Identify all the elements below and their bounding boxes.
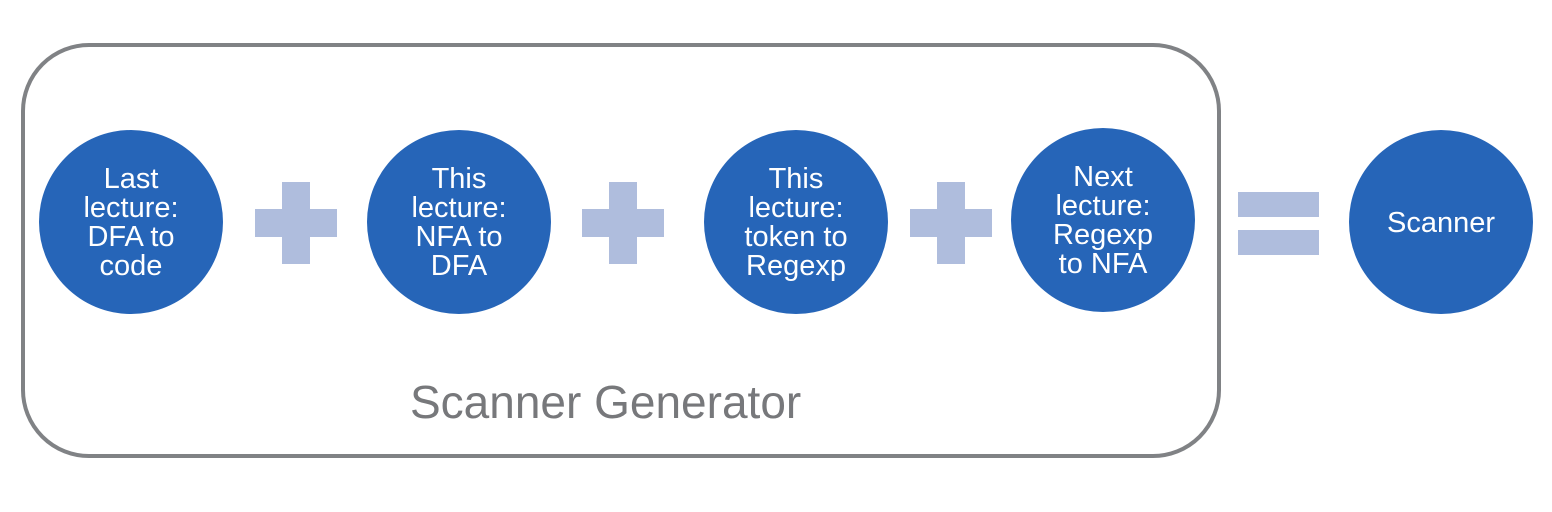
node-label: Last lecture: DFA to code [83, 163, 179, 282]
plus-icon [910, 182, 992, 264]
node-nfa-to-dfa: This lecture: NFA to DFA [367, 130, 551, 314]
plus-icon [582, 182, 664, 264]
equals-icon [1238, 192, 1319, 255]
node-label: This lecture: token to Regexp [744, 163, 848, 282]
scanner-generator-group [21, 43, 1221, 458]
node-scanner: Scanner [1349, 130, 1533, 314]
equals-bar-bottom [1238, 230, 1319, 255]
equals-bar-top [1238, 192, 1319, 217]
plus-icon [255, 182, 337, 264]
node-token-to-regexp: This lecture: token to Regexp [704, 130, 888, 314]
node-label: Scanner [1386, 206, 1495, 239]
node-dfa-to-code: Last lecture: DFA to code [39, 130, 223, 314]
node-regexp-to-nfa: Next lecture: Regexp to NFA [1011, 128, 1195, 312]
scanner-generator-label: Scanner Generator [410, 376, 802, 428]
node-label: This lecture: NFA to DFA [411, 163, 507, 282]
node-label: Next lecture: Regexp to NFA [1053, 161, 1153, 280]
